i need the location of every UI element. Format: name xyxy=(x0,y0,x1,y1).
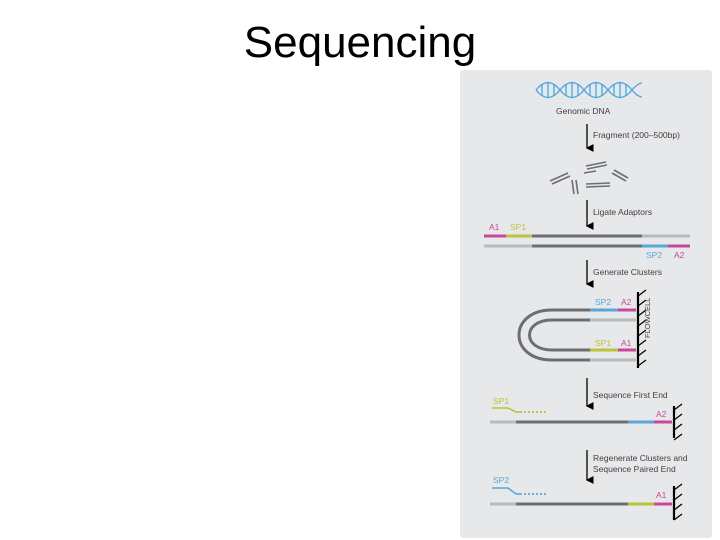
paired-end-read xyxy=(490,487,672,506)
label-sp2-bottom: SP2 xyxy=(646,250,662,260)
bridge-cluster xyxy=(517,308,636,362)
label-fragment: Fragment (200–500bp) xyxy=(593,130,680,140)
label-a2-cluster: A2 xyxy=(621,297,632,307)
label-a2-read: A2 xyxy=(656,409,667,419)
label-flowcell: FLOWCELL xyxy=(643,298,652,338)
first-end-read xyxy=(490,407,672,424)
slide-title: Sequencing xyxy=(0,18,720,68)
label-sequence-paired-end: Sequence Paired End xyxy=(593,464,676,474)
label-sp1-top: SP1 xyxy=(510,222,526,232)
flowcell-surface-paired-end xyxy=(672,483,683,521)
dna-fragments-icon xyxy=(549,161,629,195)
label-a2-bottom: A2 xyxy=(674,250,685,260)
ligated-fragment xyxy=(484,234,690,248)
label-generate-clusters: Generate Clusters xyxy=(593,267,662,277)
label-ligate-adaptors: Ligate Adaptors xyxy=(593,207,652,217)
dna-helix-icon xyxy=(535,81,643,99)
slide-title-text: Sequencing xyxy=(243,18,477,67)
label-regenerate-clusters: Regenerate Clusters and xyxy=(593,453,688,463)
label-a1-cluster: A1 xyxy=(621,338,632,348)
label-sp2-cluster: SP2 xyxy=(595,297,611,307)
flowcell-surface xyxy=(636,289,647,368)
sequencing-workflow-diagram: Genomic DNA Fragment (200–500bp) Ligate … xyxy=(460,70,712,538)
flowcell-surface-first-end xyxy=(672,403,683,441)
label-genomic-dna: Genomic DNA xyxy=(556,106,611,116)
label-sp1-read: SP1 xyxy=(493,396,509,406)
label-sp1-cluster: SP1 xyxy=(595,338,611,348)
label-a1-read: A1 xyxy=(656,490,667,500)
label-sequence-first-end: Sequence First End xyxy=(593,390,668,400)
label-a1-top: A1 xyxy=(489,222,500,232)
label-sp2-read: SP2 xyxy=(493,475,509,485)
